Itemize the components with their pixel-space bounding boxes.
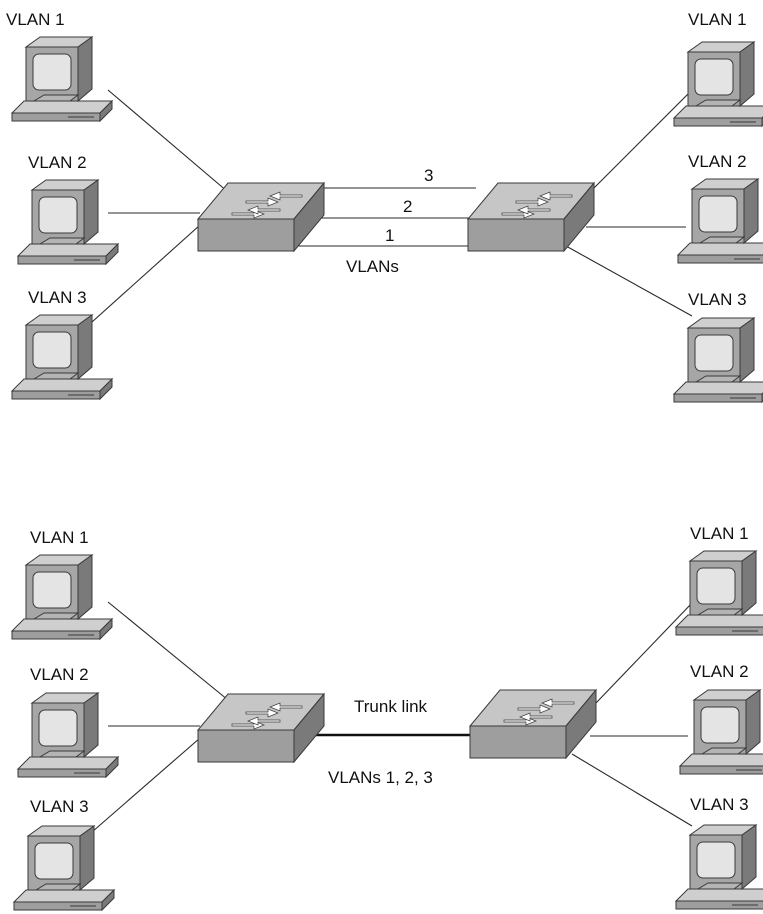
computer-icon: [677, 178, 763, 264]
wire-bottom-left-1: [107, 601, 229, 701]
computer-icon: [11, 36, 113, 122]
computer-icon: [11, 314, 113, 400]
bottom-diagram: VLAN 1 VLAN 2 VLAN 3 VLAN 1 VLAN 2 VLAN …: [11, 524, 763, 911]
host-label: VLAN 3: [28, 288, 87, 307]
wire-top-left-3: [91, 224, 201, 323]
host-label: VLAN 1: [30, 528, 89, 547]
wire-top-right-1: [591, 91, 691, 191]
computer-icon: [17, 692, 119, 778]
vlans-caption: VLANs: [346, 257, 399, 276]
computer-icon: [675, 550, 763, 636]
host-label: VLAN 2: [28, 153, 87, 172]
host-label: VLAN 1: [690, 524, 749, 543]
computer-icon: [13, 825, 115, 911]
computer-icon: [673, 41, 763, 127]
switch-bottom-right: [469, 689, 597, 759]
switch-top-right: [467, 182, 595, 252]
host-label: VLAN 3: [688, 290, 747, 309]
vlans-caption: VLANs 1, 2, 3: [328, 768, 433, 787]
link-label: 3: [424, 166, 433, 185]
host-label: VLAN 1: [688, 10, 747, 29]
wire-bottom-left-3: [91, 737, 201, 833]
wire-top-right-3: [565, 245, 693, 317]
computer-icon: [17, 179, 119, 265]
trunk-link-label: Trunk link: [354, 697, 428, 716]
host-label: VLAN 3: [690, 795, 749, 814]
top-diagram: VLAN 1 VLAN 2 VLAN 3 VLAN 1 VLAN 2 VLAN …: [6, 10, 763, 403]
host-label: VLAN 2: [30, 665, 89, 684]
wire-bottom-right-1: [595, 602, 693, 704]
computer-icon: [679, 689, 763, 775]
host-label: VLAN 3: [30, 797, 89, 816]
wire-bottom-right-3: [571, 753, 693, 827]
wire-top-left-1: [107, 89, 229, 193]
host-label: VLAN 2: [688, 152, 747, 171]
link-label: 1: [385, 226, 394, 245]
computer-icon: [675, 824, 763, 910]
switch-bottom-left: [197, 693, 325, 763]
computer-icon: [673, 317, 763, 403]
switch-top-left: [197, 182, 325, 252]
host-label: VLAN 1: [6, 10, 65, 29]
computer-icon: [11, 554, 113, 640]
host-label: VLAN 2: [690, 662, 749, 681]
link-label: 2: [403, 197, 412, 216]
